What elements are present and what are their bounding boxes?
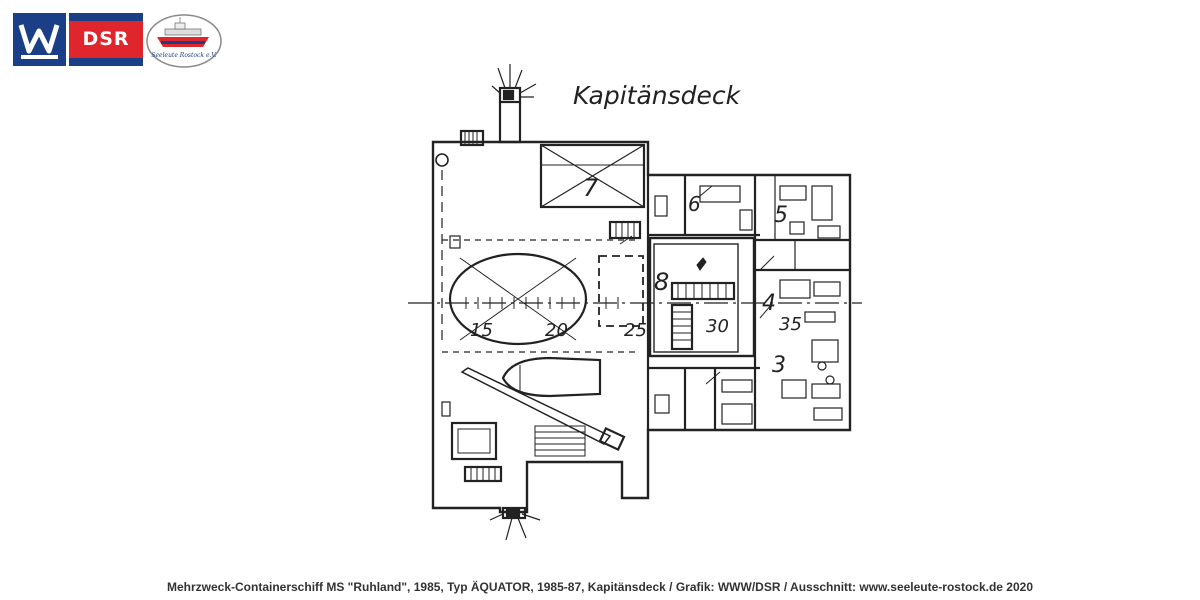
dsr-logo: DSR bbox=[69, 13, 143, 66]
top-chimney bbox=[498, 102, 522, 144]
frame-number-20: 20 bbox=[545, 320, 568, 341]
seeleute-seal-logo: Seeleute Rostock e.V. bbox=[145, 13, 223, 69]
stair-flight-lower bbox=[670, 303, 694, 351]
deck-box bbox=[450, 421, 498, 461]
room-number-6: 6 bbox=[688, 192, 701, 216]
lifeboat bbox=[501, 356, 602, 398]
room-7 bbox=[539, 143, 646, 209]
grating bbox=[534, 425, 586, 457]
room-number-8: 8 bbox=[654, 268, 669, 296]
stair-flight-upper bbox=[670, 281, 736, 301]
crane-arm bbox=[460, 367, 612, 445]
stair-upper bbox=[608, 220, 642, 240]
deckhouse-outline bbox=[431, 140, 852, 514]
top-light-mast bbox=[491, 64, 537, 104]
frame-number-15: 15 bbox=[470, 320, 493, 341]
logo-band-bottom bbox=[69, 58, 143, 66]
frame-number-35: 35 bbox=[779, 314, 802, 335]
frame-number-30: 30 bbox=[706, 316, 729, 337]
frame-number-25: 25 bbox=[624, 320, 647, 341]
room-number-4: 4 bbox=[762, 291, 776, 316]
dashed-hatch-box bbox=[598, 255, 644, 327]
bottom-light-mount bbox=[501, 506, 527, 520]
ww-emblem-icon bbox=[13, 13, 66, 66]
seal-text: Seeleute Rostock e.V. bbox=[151, 52, 216, 59]
top-stair bbox=[459, 129, 485, 147]
hatch-oval bbox=[448, 252, 588, 346]
corner-marker bbox=[435, 153, 449, 167]
stair-core bbox=[648, 236, 756, 358]
room-number-7: 7 bbox=[583, 174, 599, 202]
image-caption: Mehrzweck-Containerschiff MS "Ruhland", … bbox=[166, 580, 1034, 594]
cabin-furniture bbox=[654, 185, 843, 425]
room-number-5: 5 bbox=[774, 203, 788, 228]
room-number-3: 3 bbox=[772, 353, 786, 378]
dsr-logo-text: DSR bbox=[69, 21, 143, 58]
plan-title: Kapitänsdeck bbox=[573, 81, 742, 110]
crane-head bbox=[598, 426, 626, 452]
logo-band-top bbox=[69, 13, 143, 21]
logo-bar: DSR Seeleute Rostock e.V. bbox=[13, 13, 223, 69]
